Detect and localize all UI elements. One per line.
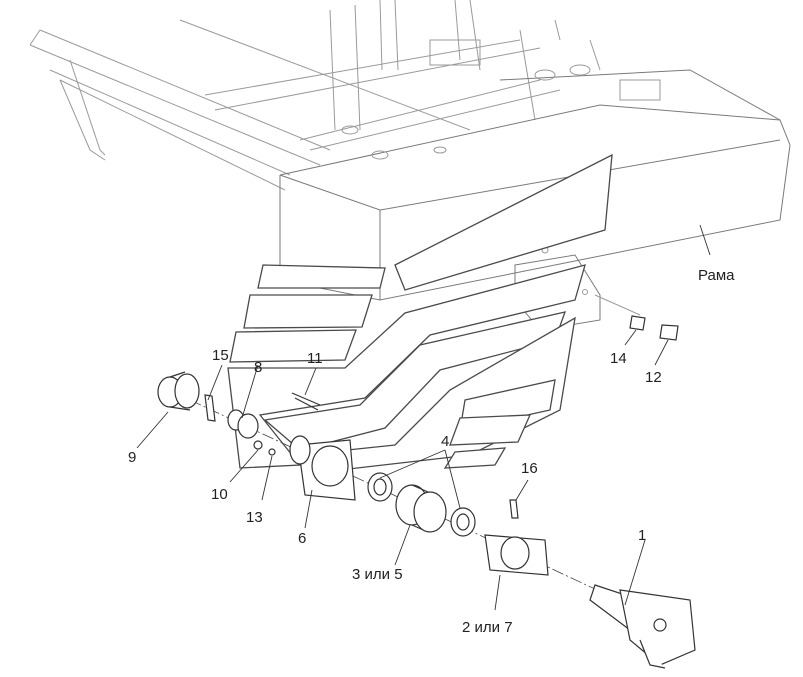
label-part-11: 11 bbox=[307, 350, 323, 367]
leader-lines bbox=[136, 224, 711, 611]
label-part-3-5: 3 или 5 bbox=[352, 566, 403, 583]
label-part-2-7: 2 или 7 bbox=[462, 619, 513, 636]
label-part-13: 13 bbox=[246, 509, 263, 526]
label-part-14: 14 bbox=[610, 350, 627, 367]
part-15-pin bbox=[204, 394, 216, 422]
parts bbox=[157, 315, 696, 669]
label-part-1: 1 bbox=[638, 527, 647, 544]
part-1-hitch bbox=[589, 584, 696, 669]
part-9-bushing bbox=[157, 371, 200, 411]
part-2-7-flange bbox=[484, 534, 549, 576]
part-14-washer bbox=[629, 315, 646, 331]
label-part-9: 9 bbox=[128, 449, 137, 466]
part-12-nut bbox=[659, 324, 679, 341]
label-part-12: 12 bbox=[645, 369, 662, 386]
label-part-6: 6 bbox=[298, 530, 307, 547]
frame-structure bbox=[29, 0, 791, 331]
label-part-15: 15 bbox=[212, 347, 229, 364]
part-11-bolt bbox=[291, 392, 321, 411]
label-part-4: 4 bbox=[441, 433, 450, 450]
label-part-16: 16 bbox=[521, 460, 538, 477]
part-8-sleeve bbox=[227, 409, 259, 439]
part-13 bbox=[268, 448, 276, 456]
label-frame: Рама bbox=[698, 267, 735, 284]
part-3-5-tube bbox=[395, 484, 447, 533]
part-16-fitting bbox=[509, 499, 519, 519]
part-10 bbox=[253, 440, 263, 450]
shield-panels bbox=[227, 153, 613, 471]
label-part-10: 10 bbox=[211, 486, 228, 503]
part-6-flange bbox=[289, 435, 356, 501]
label-part-8: 8 bbox=[254, 359, 263, 376]
